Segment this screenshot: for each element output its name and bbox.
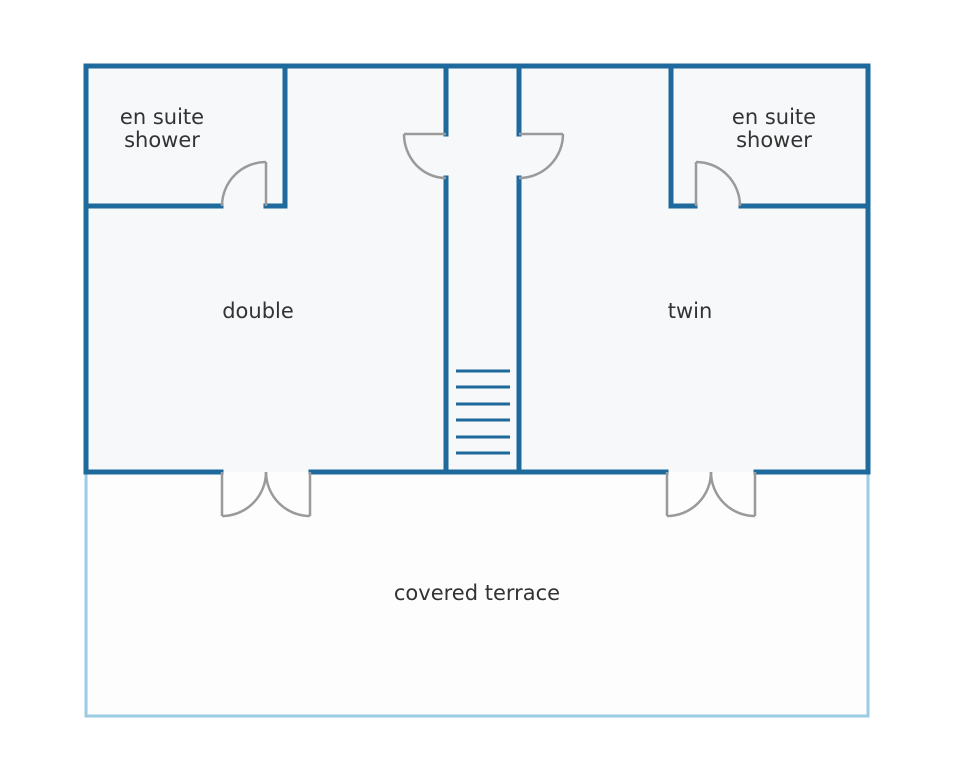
ensuite-left-label-line2: shower — [124, 128, 200, 152]
ensuite-right-walls — [668, 63, 871, 209]
twin-room-terrace-double-door — [665, 471, 757, 518]
twin-room-label: twin — [668, 299, 713, 323]
double-room-terrace-double-door — [220, 471, 312, 518]
ensuite-right-label-line2: shower — [736, 128, 812, 152]
double-room-label: double — [222, 299, 294, 323]
ensuite-left-label-line1: en suite — [120, 105, 204, 129]
ensuite-right-label-line1: en suite — [732, 105, 816, 129]
ensuite-left-walls — [83, 63, 288, 209]
corridor-walls — [443, 63, 522, 475]
outer-walls — [83, 63, 871, 475]
terrace-outline — [84, 472, 870, 718]
ensuite-right-door — [694, 160, 742, 207]
ensuite-left-door — [220, 160, 268, 207]
stairs — [456, 369, 510, 455]
double-room-door — [402, 132, 447, 180]
twin-room-door — [518, 132, 565, 180]
covered-terrace-label: covered terrace — [394, 581, 560, 605]
